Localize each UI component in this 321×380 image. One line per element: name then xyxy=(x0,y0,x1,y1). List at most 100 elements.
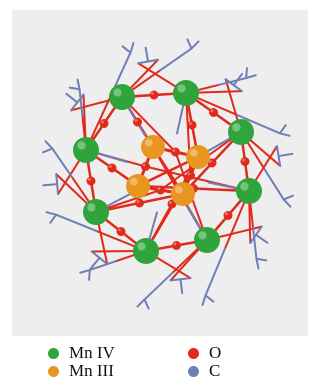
carbon-bond xyxy=(236,114,281,135)
legend-item-mn-iv: Mn IV xyxy=(48,344,115,362)
mn-iv-swatch-icon xyxy=(48,347,59,359)
molecular-structure-diagram xyxy=(12,10,308,336)
carbon-bond xyxy=(42,147,54,154)
oxygen-atom xyxy=(172,241,181,250)
carbon-bond xyxy=(252,227,258,260)
oxygen-atom xyxy=(223,211,233,220)
legend-item-mn-iii: Mn III xyxy=(48,362,114,380)
diagram-background xyxy=(12,10,308,336)
carbon-bond xyxy=(201,294,207,306)
carbon-bond xyxy=(147,58,159,63)
carbon-bond xyxy=(282,194,294,201)
mn-iv-atom-highlight xyxy=(198,231,207,240)
carbon-bond xyxy=(179,277,192,281)
oxygen-atom xyxy=(171,147,180,157)
mn-iv-atom-highlight xyxy=(87,203,96,212)
mn-iv-atom xyxy=(133,238,159,264)
carbon-bond xyxy=(245,74,257,80)
oxygen-atom-highlight xyxy=(241,158,245,162)
carbon-swatch-icon xyxy=(188,365,199,377)
mn-iii-atom xyxy=(126,174,150,198)
carbon-bond xyxy=(68,86,81,91)
carbon-bond xyxy=(255,257,260,270)
legend-label-oxygen: O xyxy=(209,343,222,362)
carbon-bond xyxy=(179,278,184,295)
oxygen-atom xyxy=(156,185,165,195)
oxygen-atom xyxy=(141,162,150,171)
mn-iv-atom-highlight xyxy=(77,141,86,150)
carbon-bond xyxy=(78,88,84,118)
carbon-bond xyxy=(254,225,263,236)
carbon-bond xyxy=(282,198,292,208)
carbon-bond xyxy=(190,40,200,50)
carbon-bond xyxy=(218,77,248,86)
oxygen-atom-highlight xyxy=(136,199,140,203)
carbon-bond xyxy=(144,46,150,63)
carbon-bond xyxy=(186,38,193,50)
mn-iv-atom-highlight xyxy=(240,182,249,191)
oxygen-atom-highlight xyxy=(142,163,146,167)
oxygen-atom xyxy=(133,117,142,127)
oxygen-atom-highlight xyxy=(172,148,176,152)
carbon-bond xyxy=(143,271,174,301)
oxygen-atom xyxy=(135,198,144,208)
carbon-bond xyxy=(204,294,215,303)
oxygen-atom xyxy=(116,227,126,236)
mn-iv-atom xyxy=(173,80,199,106)
mn-iv-atom-highlight xyxy=(113,88,122,97)
carbon-bond xyxy=(263,168,285,201)
mn-iii-atom-highlight xyxy=(144,138,153,147)
carbon-bond xyxy=(51,147,73,179)
oxygen-atom-highlight xyxy=(150,91,154,95)
carbon-bond xyxy=(255,257,268,262)
mn-iv-atom-highlight xyxy=(137,242,146,251)
carbon-bond xyxy=(277,155,282,167)
oxygen-atom-highlight xyxy=(224,212,228,216)
carbon-bond xyxy=(98,256,109,266)
carbon-bond xyxy=(56,183,60,196)
atoms-layer xyxy=(73,80,262,264)
carbon-bond xyxy=(79,268,91,274)
carbon-bond xyxy=(42,183,59,187)
legend-label-mn-iii: Mn III xyxy=(69,361,114,380)
mn-iii-atom xyxy=(141,135,165,159)
carbon-bond xyxy=(204,247,227,297)
carbon-bond xyxy=(277,152,294,158)
oxygen-atom xyxy=(149,90,159,100)
carbon-bond xyxy=(76,78,81,91)
mn-iv-atom xyxy=(228,119,254,145)
carbon-bond xyxy=(70,101,79,112)
carbon-bond xyxy=(89,256,101,270)
mn-iii-atom xyxy=(171,182,195,206)
legend-label-carbon: C xyxy=(209,361,221,380)
carbon-bond xyxy=(121,45,132,54)
carbon-bond xyxy=(55,173,59,186)
carbon-bond xyxy=(159,47,193,72)
legend-item-carbon: C xyxy=(188,362,220,380)
carbon-bond xyxy=(88,260,117,271)
carbon-bond xyxy=(65,92,79,104)
carbon-bond xyxy=(254,233,269,244)
carbon-bond xyxy=(143,298,150,310)
mn-iii-atom-highlight xyxy=(129,177,138,186)
carbon-bond xyxy=(245,67,248,80)
carbon-bond xyxy=(44,140,54,150)
carbon-bond xyxy=(90,250,101,259)
mn-iii-atom-highlight xyxy=(174,185,183,194)
oxygen-swatch-icon xyxy=(188,347,199,359)
oxygen-atom xyxy=(86,176,96,186)
oxygen-atom-highlight xyxy=(108,164,112,168)
oxygen-atom-highlight xyxy=(117,228,121,232)
oxygen-atom xyxy=(107,163,117,173)
oxygen-atom xyxy=(99,119,109,128)
carbon-bond xyxy=(232,84,243,93)
legend: Mn IV Mn III O C xyxy=(0,340,321,380)
mn-iv-atom-highlight xyxy=(232,123,241,132)
carbon-bond xyxy=(55,213,98,233)
oxygen-atom-highlight xyxy=(173,242,177,246)
carbon-bond xyxy=(45,211,58,216)
mn-iii-swatch-icon xyxy=(48,365,59,377)
carbon-bond xyxy=(249,233,257,245)
oxygen-atom-highlight xyxy=(100,120,104,124)
oxygen-atom-highlight xyxy=(187,172,191,176)
